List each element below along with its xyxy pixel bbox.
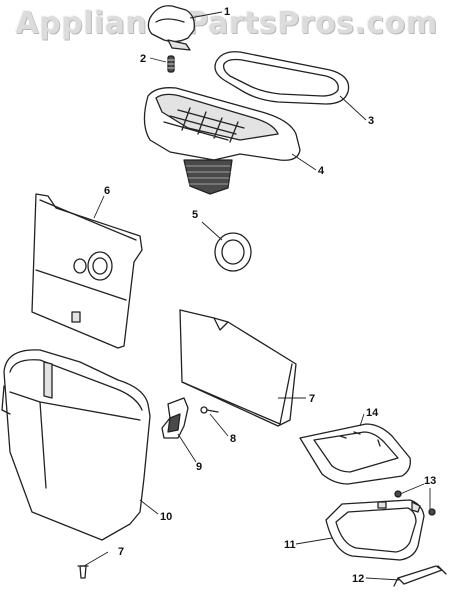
callout-3: 3 [368, 115, 374, 127]
part-7-screw[interactable] [77, 565, 89, 579]
callout-12: 12 [352, 573, 364, 585]
callout-13: 13 [424, 475, 436, 487]
part-11-filter-tray[interactable] [325, 499, 425, 561]
callout-1: 1 [224, 6, 230, 18]
callout-8: 8 [230, 433, 236, 445]
part-6-back-panel[interactable] [31, 193, 143, 349]
callout-10: 10 [160, 511, 172, 523]
callout-4: 4 [318, 165, 325, 177]
part-2-pin[interactable] [167, 55, 175, 73]
part-14-filter-frame[interactable] [299, 423, 411, 485]
part-9-bracket[interactable] [161, 397, 189, 439]
part-1-clip[interactable] [147, 5, 195, 51]
leader-lines [83, 11, 431, 581]
callout-6: 6 [104, 185, 110, 197]
part-8-screw[interactable] [200, 406, 219, 414]
callout-5: 5 [192, 209, 198, 221]
callout-14: 14 [366, 407, 379, 419]
part-3-gasket[interactable] [214, 51, 350, 105]
part-7-liner[interactable] [179, 309, 297, 427]
part-5-seal[interactable] [214, 232, 252, 272]
callout-11: 11 [284, 539, 296, 551]
part-12-strap[interactable] [393, 565, 447, 587]
callout-labels: 1 2 3 4 5 6 7 8 9 10 14 13 11 7 12 [104, 6, 436, 585]
callout-2: 2 [140, 53, 146, 65]
callout-7-upper: 7 [309, 393, 315, 405]
callout-7-lower: 7 [118, 546, 124, 558]
callout-9: 9 [196, 461, 202, 473]
part-4-hopper[interactable] [143, 87, 301, 195]
part-10-bucket[interactable] [1, 349, 151, 541]
